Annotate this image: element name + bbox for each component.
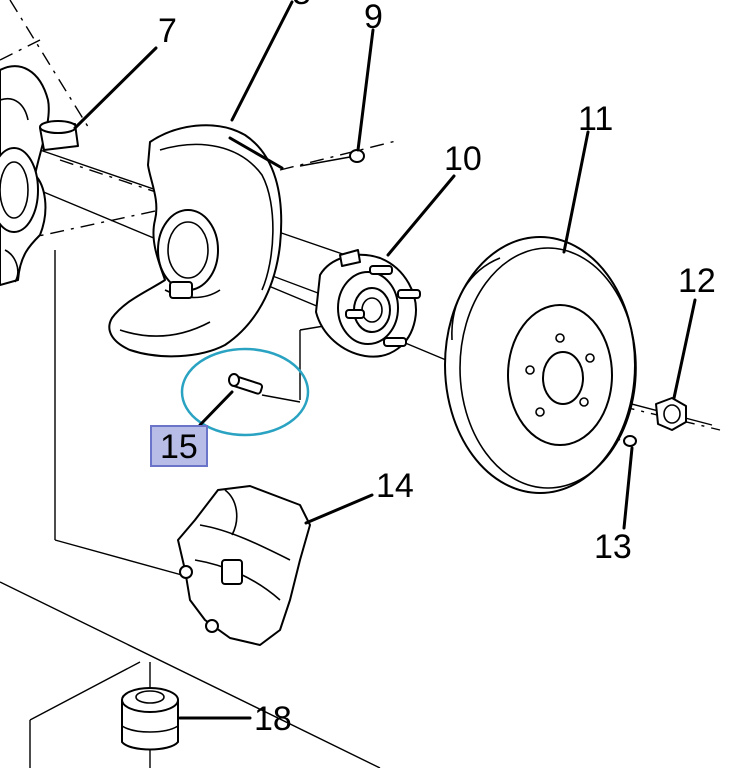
part-8-splash-shield — [108, 124, 283, 358]
part-10-hub-bearing — [315, 249, 421, 358]
callout-9: 9 — [364, 0, 383, 36]
callout-12: 12 — [678, 262, 716, 300]
part-11-brake-rotor — [444, 236, 637, 494]
part-18-bushing — [121, 687, 179, 751]
steering-knuckle — [0, 65, 50, 286]
callout-10: 10 — [444, 140, 482, 178]
part-9-bolt — [299, 149, 365, 167]
part-14-brake-caliper — [177, 485, 311, 646]
part-15-stud — [228, 373, 264, 395]
part-13-screw — [623, 435, 637, 447]
callout-13: 13 — [594, 528, 632, 566]
part-12-nut — [655, 397, 687, 431]
highlight-ring — [180, 347, 310, 437]
callout-15-highlight-box — [150, 425, 208, 467]
leader-lines — [73, 0, 697, 720]
callout-18: 18 — [254, 700, 292, 738]
callout-11: 11 — [578, 100, 613, 138]
callout-7: 7 — [158, 12, 177, 50]
part-7-plug — [39, 120, 79, 151]
callout-8: 8 — [292, 0, 311, 12]
callout-15: 15 — [160, 428, 198, 466]
callout-14: 14 — [376, 467, 414, 505]
